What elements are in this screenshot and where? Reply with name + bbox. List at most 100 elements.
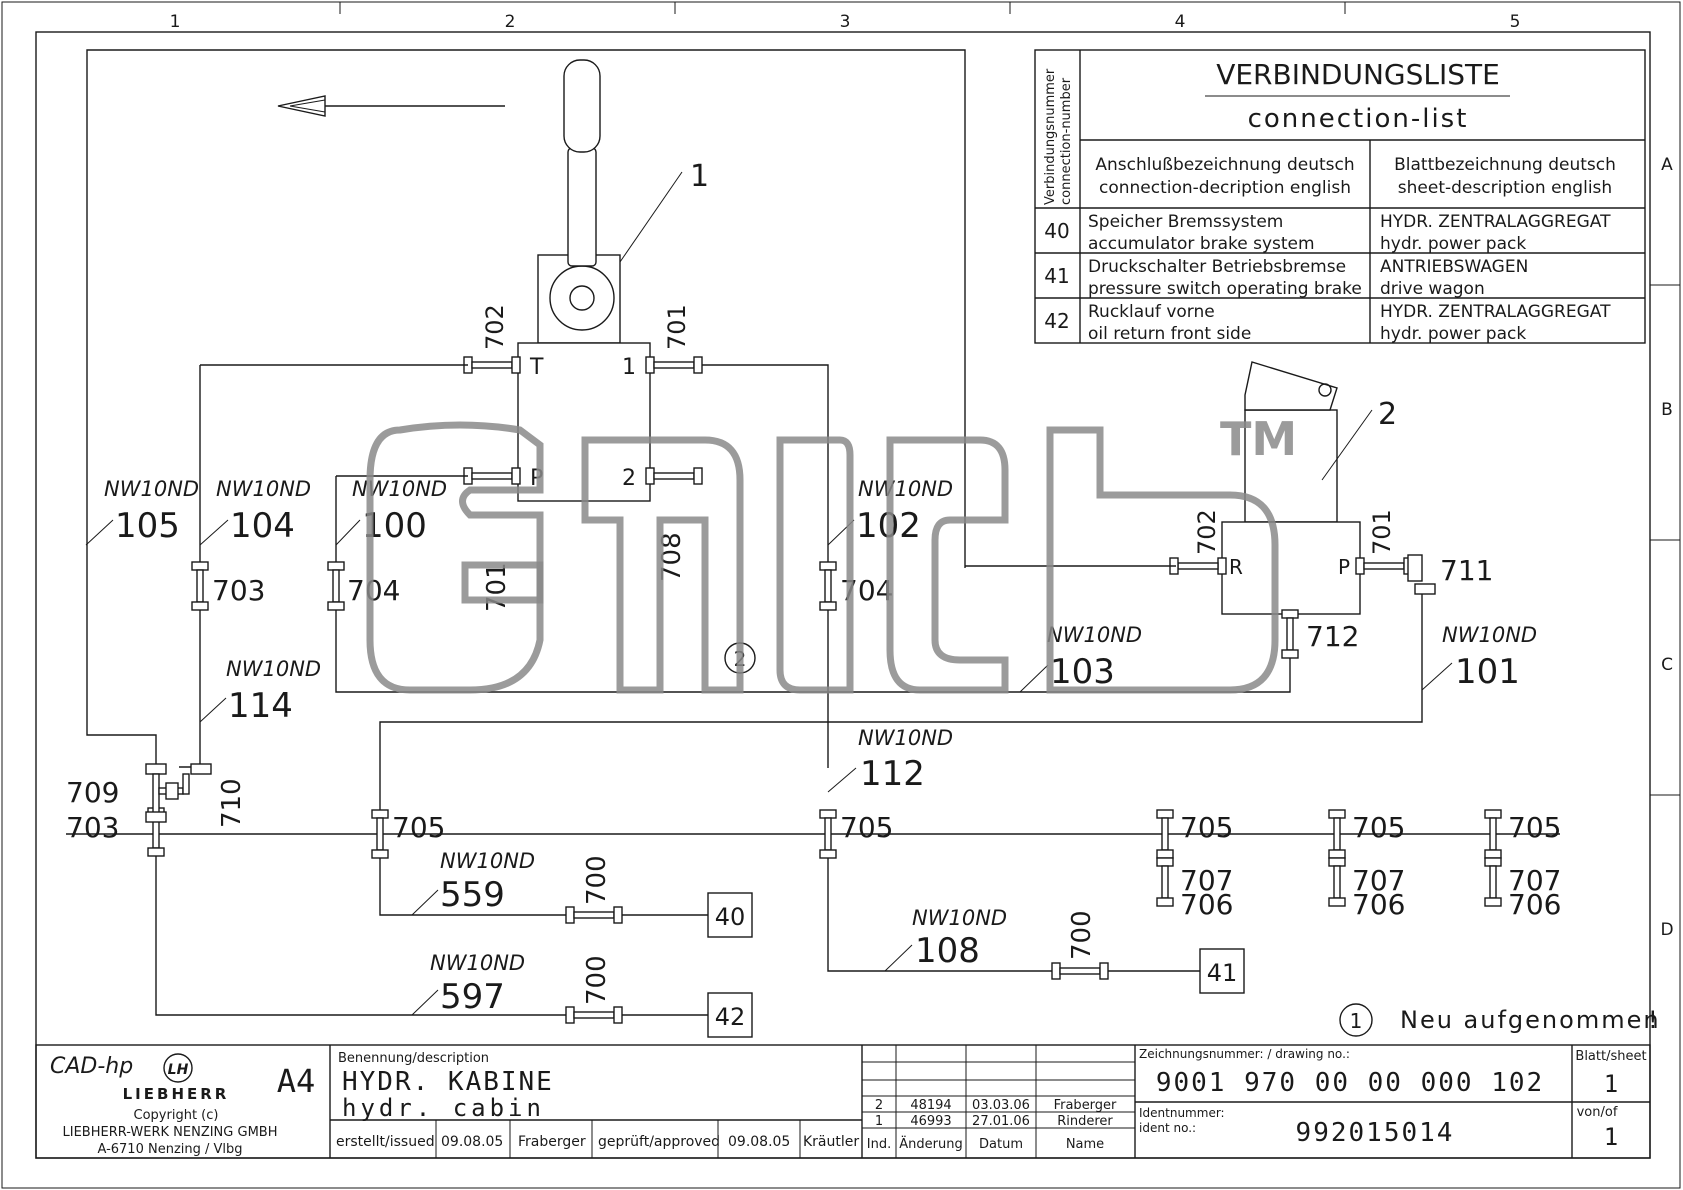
fitting-710: 710 (217, 778, 247, 828)
sheet-label: Blatt/sheet (1575, 1049, 1646, 1064)
connection-list-table: VERBINDUNGSLISTE connection-list Verbind… (1034, 49, 1646, 344)
pipe-114-spec: NW10ND (226, 657, 321, 681)
valve2-port-r: R (1229, 555, 1243, 579)
row-42-number: 42 (1044, 309, 1069, 333)
note-text: Neu aufgenommen (1400, 1006, 1661, 1034)
pipe-103-spec: NW10ND (1047, 623, 1142, 647)
direction-arrow (277, 95, 505, 117)
pipe-104-number: 104 (230, 506, 295, 546)
valve1-port-1: 1 (622, 355, 636, 380)
valve2-ref: 2 (1378, 397, 1397, 432)
horizontal-fittings-700 (565, 906, 1109, 1024)
valve2-fitting-711: 711 (1440, 554, 1493, 587)
tee-fitting-709-710 (145, 763, 212, 823)
ident-label-de: Identnummer: (1139, 1106, 1225, 1120)
svg-text:LH: LH (168, 1062, 189, 1078)
pipe-108-number: 108 (915, 931, 980, 971)
copyright: Copyright (c) (134, 1108, 219, 1123)
valve1-fitting-702: 702 (481, 304, 509, 350)
fitting-703-lower: 703 (66, 811, 119, 844)
fitting-706-e: 706 (1508, 888, 1561, 921)
pipe-108-spec: NW10ND (912, 906, 1007, 930)
fitting-707-c: 707 (1180, 864, 1233, 897)
valve1-ref: 1 (690, 159, 709, 194)
grid-row-d: D (1660, 920, 1673, 940)
row-40-conn-de: Speicher Bremssystem (1088, 212, 1283, 232)
company-address: A-6710 Nenzing / Vlbg (97, 1142, 242, 1157)
valve2-fitting-702: 702 (1193, 509, 1221, 555)
drawing-number: 9001 970 00 00 000 102 (1156, 1068, 1544, 1098)
rev-2-date: 03.03.06 (972, 1098, 1030, 1113)
row-40-sheet-de: HYDR. ZENTRALAGGREGAT (1380, 212, 1611, 232)
title-block: CAD-hp LH LIEBHERR A4 Copyright (c) LIEB… (35, 1044, 1651, 1159)
watermark-logo: TM (366, 412, 1297, 694)
description-de: HYDR. KABINE (342, 1067, 554, 1097)
pipe-101-number: 101 (1455, 652, 1520, 692)
ident-number: 992015014 (1296, 1118, 1455, 1148)
connector-42-label: 42 (715, 1003, 746, 1031)
valve2-fitting-712: 712 (1306, 620, 1359, 653)
grid-row-b: B (1661, 400, 1673, 420)
pipe-112-number: 112 (860, 754, 925, 794)
pipe-leader-lines (85, 519, 1453, 1016)
fitting-700-b: 700 (582, 955, 612, 1005)
pipe-105-spec: NW10ND (104, 477, 199, 501)
grid-ticks (339, 2, 1680, 796)
cad-label: CAD-hp (50, 1054, 133, 1079)
pipe-597-number: 597 (440, 977, 505, 1017)
valve2-fitting-701: 701 (1368, 509, 1396, 555)
col-sheet-de: Blattbezeichnung deutsch (1394, 155, 1616, 175)
connection-list-title-en: connection-list (1248, 104, 1469, 134)
connector-40: 40 (707, 892, 753, 938)
col-number-en: connection-number (1059, 77, 1074, 205)
grid-col-1: 1 (170, 12, 181, 32)
note-exclamation: ! (1648, 1006, 1658, 1034)
pipe-559-number: 559 (440, 875, 505, 915)
connector-41: 41 (1199, 948, 1245, 994)
rev-2-change: 48194 (910, 1098, 951, 1113)
fitting-704-left: 704 (347, 574, 400, 607)
valve2-port-p: P (1338, 555, 1350, 579)
note-mark-1: 1 (1350, 1009, 1363, 1033)
pipe-100-spec: NW10ND (352, 477, 447, 501)
of-number: 1 (1604, 1123, 1618, 1151)
rev-1-change: 46993 (910, 1114, 951, 1129)
rev-2-ind: 2 (875, 1098, 883, 1113)
grid-col-2: 2 (505, 12, 516, 32)
ident-label-en: ident no.: (1139, 1121, 1196, 1135)
pipe-103-number: 103 (1050, 652, 1115, 692)
fitting-706-d: 706 (1352, 888, 1405, 921)
fitting-701-center: 701 (482, 562, 512, 612)
rev-1-date: 27.01.06 (972, 1114, 1030, 1129)
pipe-104-spec: NW10ND (216, 477, 311, 501)
fitting-709: 709 (66, 776, 119, 809)
col-sheet-en: sheet-description english (1398, 178, 1612, 198)
brake-valve-1: 1 T 1 P 2 702 701 (463, 59, 709, 502)
row-41-number: 41 (1044, 264, 1069, 288)
drawing-no-label: Zeichnungsnummer: / drawing no.: (1139, 1047, 1350, 1061)
approved-label: geprüft/approved (598, 1134, 720, 1150)
fitting-706-c: 706 (1180, 888, 1233, 921)
rev-1-ind: 1 (875, 1114, 883, 1129)
rev-head-ind: Ind. (867, 1137, 891, 1152)
rev-2-name: Fraberger (1054, 1098, 1117, 1113)
valve1-fitting-701: 701 (663, 304, 691, 350)
fitting-705-d: 705 (1352, 811, 1405, 844)
pipe-105-number: 105 (115, 506, 180, 546)
valve2-body (1221, 521, 1361, 615)
valve1-head (537, 254, 621, 344)
row-42-sheet-en: hydr. power pack (1380, 324, 1526, 344)
watermark-tm: TM (1220, 412, 1297, 466)
rev-head-name: Name (1066, 1137, 1104, 1152)
issued-by: Fraberger (518, 1134, 586, 1150)
row-40-sheet-en: hydr. power pack (1380, 234, 1526, 254)
company-name: LIEBHERR-WERK NENZING GMBH (63, 1125, 278, 1140)
pipe-114-number: 114 (228, 686, 293, 726)
fitting-705-c: 705 (1180, 811, 1233, 844)
issued-date: 09.08.05 (441, 1134, 503, 1150)
col-conn-en: connection-decription english (1099, 178, 1351, 198)
grid-row-a: A (1661, 155, 1673, 175)
description-label: Benennung/description (338, 1051, 489, 1066)
